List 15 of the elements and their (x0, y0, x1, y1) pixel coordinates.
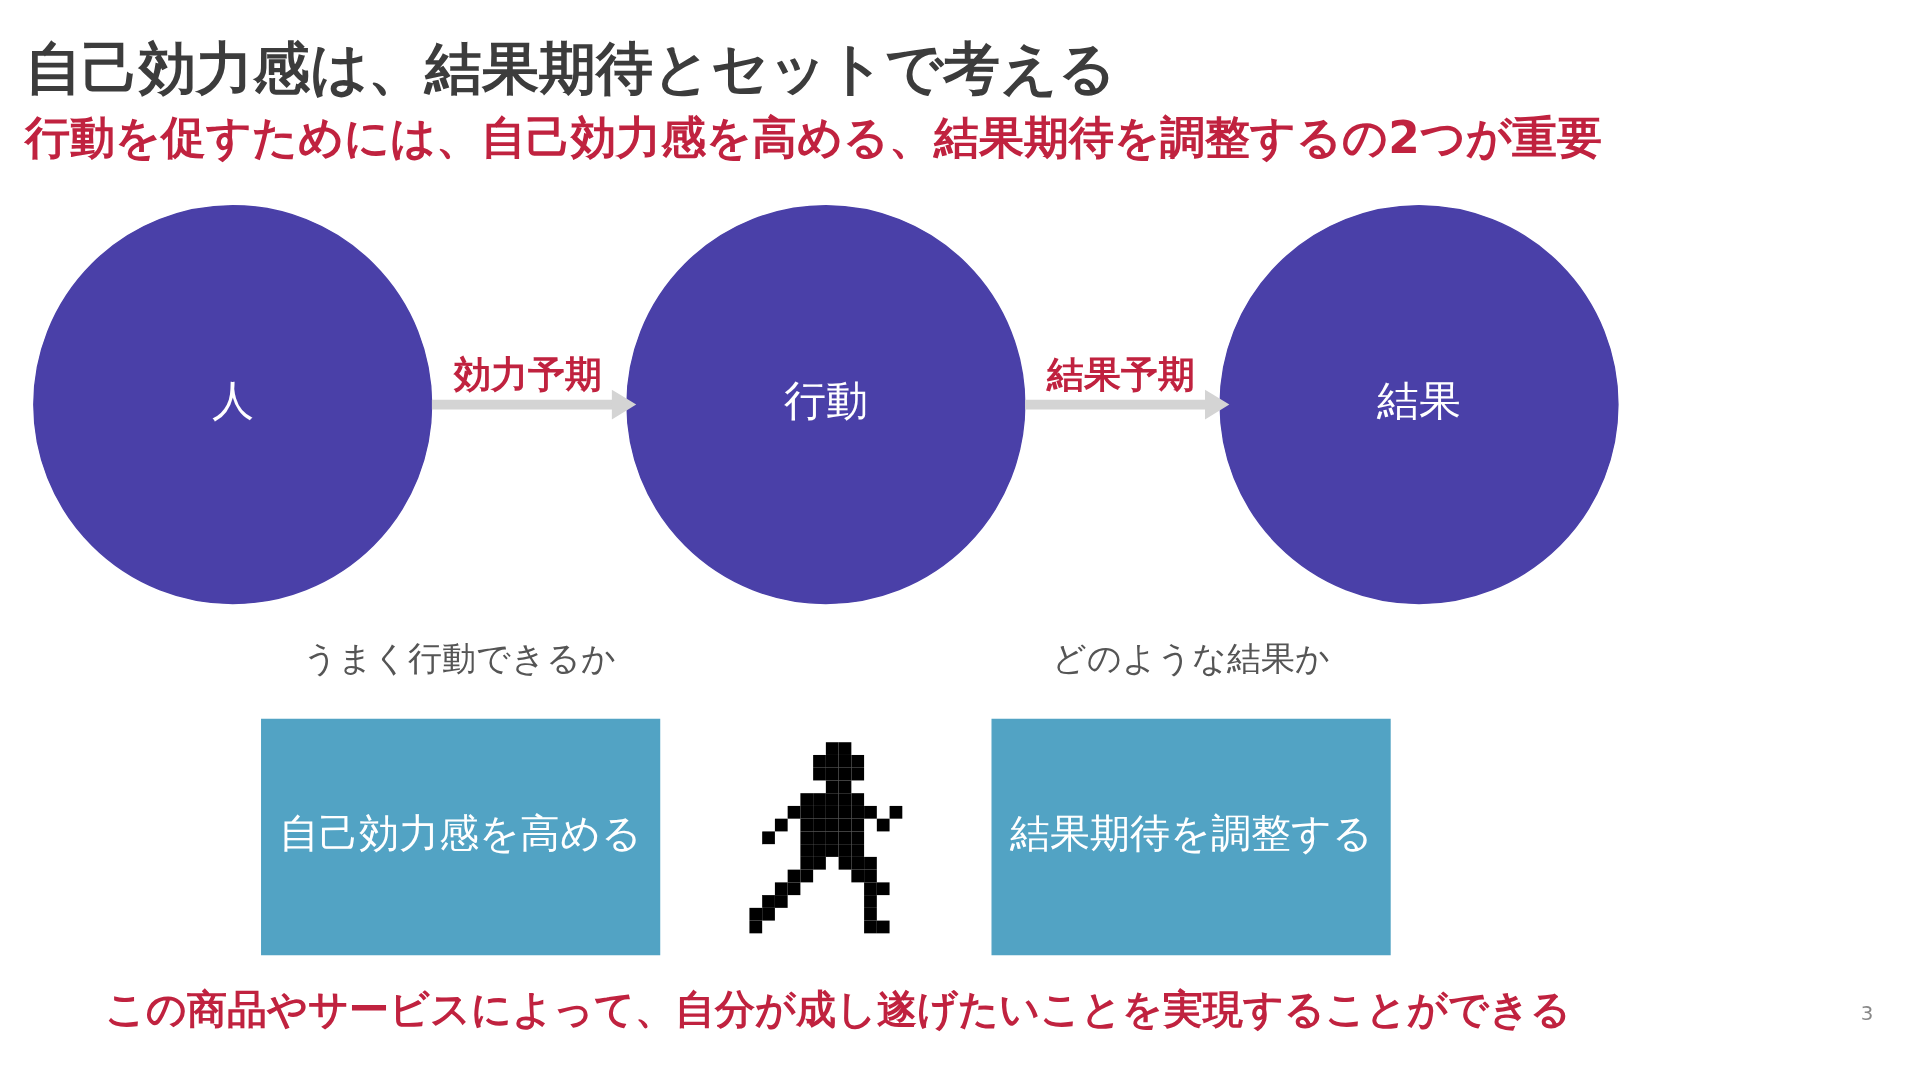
label: どのような結果か (1051, 637, 1330, 678)
label: 3 (1860, 1001, 1874, 1025)
node-box: 自己効力感を高める (261, 718, 661, 955)
arrow (1025, 389, 1230, 419)
edge-label: 結果予期 (1047, 352, 1196, 396)
node-box: 結果期待を調整する (991, 718, 1391, 955)
label: うまく行動できるか (303, 637, 617, 678)
diagram-title: 自己効力感は、結果期待とセットで考える (25, 34, 1117, 101)
node-circle: 結果 (1219, 204, 1619, 604)
node-circle: 人 (33, 204, 433, 604)
edge-label: 効力予期 (454, 352, 603, 396)
label: この商品やサービスによって、自分が成し遂げたいことを実現することができる (104, 985, 1571, 1032)
node-circle: 行動 (626, 204, 1026, 604)
arrow (431, 389, 637, 420)
label: 行動を促すためには、自己効力感を高める、結果期待を調整するの2つが重要 (25, 110, 1602, 164)
